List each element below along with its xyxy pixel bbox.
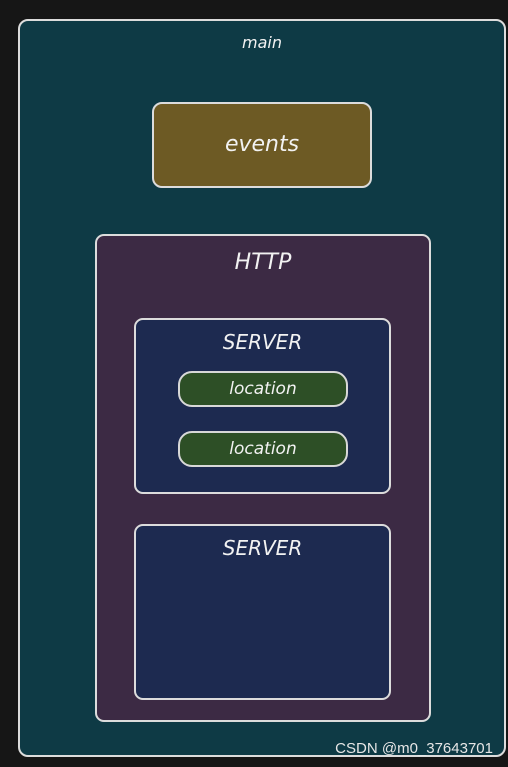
server-label: SERVER <box>222 536 303 560</box>
events-block: events <box>152 102 372 188</box>
watermark-text: CSDN @m0_37643701 <box>335 740 493 757</box>
location-block-2: location <box>178 431 348 467</box>
server-label: SERVER <box>222 330 303 354</box>
http-label: HTTP <box>234 250 292 275</box>
events-label: events <box>224 132 300 157</box>
location-label: location <box>229 379 297 399</box>
location-block-1: location <box>178 371 348 407</box>
location-label: location <box>229 439 297 459</box>
server-block-2: SERVER <box>134 524 391 700</box>
main-label: main <box>242 33 282 52</box>
